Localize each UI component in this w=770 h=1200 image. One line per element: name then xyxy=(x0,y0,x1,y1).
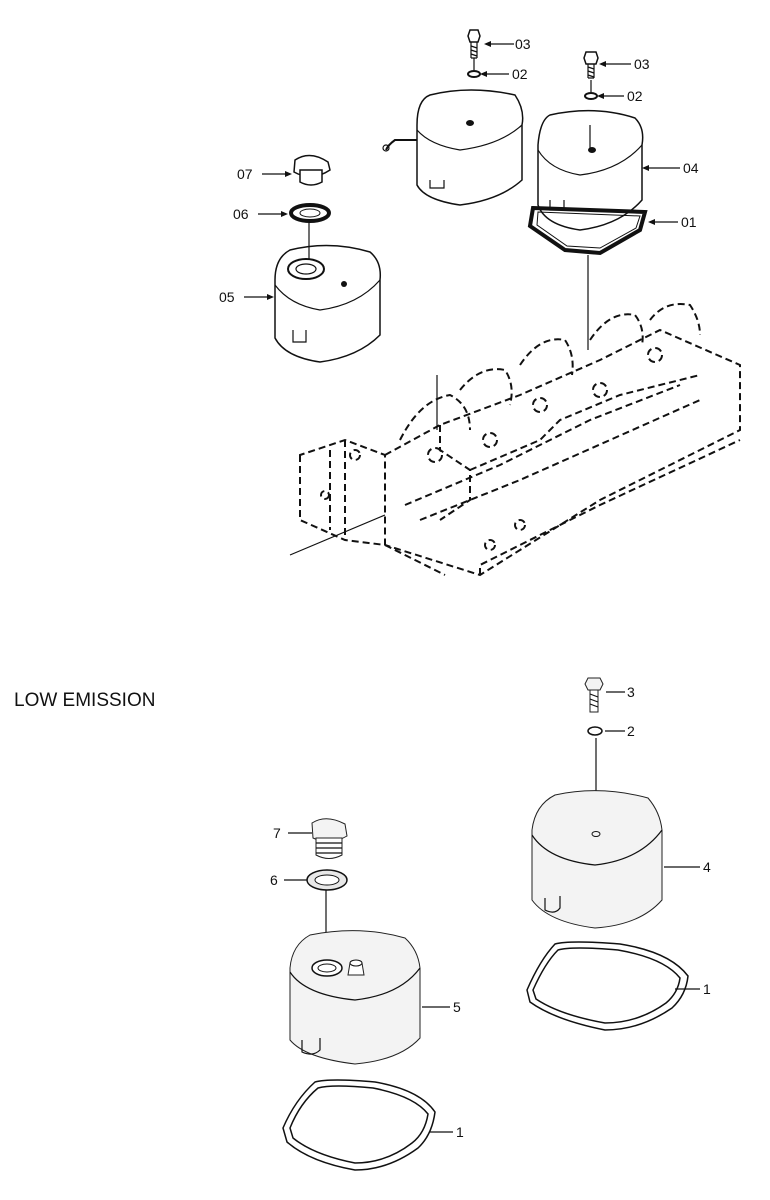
callout-06-label: 06 xyxy=(233,206,249,222)
callout-2-label: 2 xyxy=(627,723,635,739)
lower-callouts: 3 2 4 1 7 6 5 1 xyxy=(270,684,711,1140)
gasket-1-right xyxy=(526,941,689,1031)
callout-03a-label: 03 xyxy=(515,36,531,52)
valve-cover-04 xyxy=(537,109,644,231)
filler-cap-7 xyxy=(311,818,348,859)
washer-02b xyxy=(584,92,598,100)
valve-cover-05 xyxy=(274,244,382,363)
bolt-3 xyxy=(584,677,604,713)
filler-cap-07 xyxy=(293,154,331,186)
callout-7-label: 7 xyxy=(273,825,281,841)
callout-05-label: 05 xyxy=(219,289,235,305)
callout-4-label: 4 xyxy=(703,859,711,875)
low-emission-heading: LOW EMISSION xyxy=(14,690,156,711)
o-ring-2 xyxy=(587,726,603,736)
cover-4 xyxy=(531,790,663,929)
upper-exploded-view: 03 02 03 02 04 01 07 06 05 xyxy=(219,29,741,577)
gasket-01 xyxy=(527,205,648,256)
callout-3-label: 3 xyxy=(627,684,635,700)
callout-1a-label: 1 xyxy=(703,981,711,997)
valve-cover-middle xyxy=(382,89,524,206)
callout-02a-label: 02 xyxy=(512,66,528,82)
callout-5-label: 5 xyxy=(453,999,461,1015)
callout-6-label: 6 xyxy=(270,872,278,888)
cover-5 xyxy=(289,930,421,1065)
bolt-03a xyxy=(467,29,481,59)
callout-07-label: 07 xyxy=(237,166,253,182)
callout-03b-label: 03 xyxy=(634,56,650,72)
washer-6 xyxy=(306,869,348,891)
washer-06 xyxy=(289,203,331,223)
callout-04-label: 04 xyxy=(683,160,699,176)
callout-02b-label: 02 xyxy=(627,88,643,104)
gasket-1-left xyxy=(282,1079,436,1171)
cylinder-head-outline xyxy=(289,303,741,577)
bolt-03b xyxy=(583,51,599,79)
lower-exploded-view: 3 2 4 1 7 6 5 1 xyxy=(270,677,711,1171)
callout-01-label: 01 xyxy=(681,214,697,230)
upper-callouts: 03 02 03 02 04 01 07 06 05 xyxy=(219,36,699,305)
callout-1b-label: 1 xyxy=(456,1124,464,1140)
washer-02a xyxy=(467,70,481,78)
